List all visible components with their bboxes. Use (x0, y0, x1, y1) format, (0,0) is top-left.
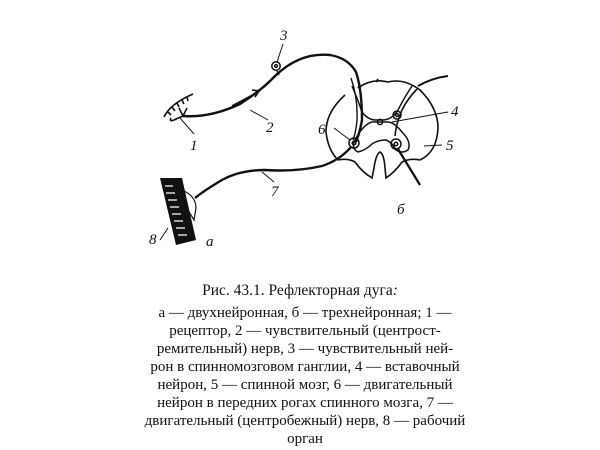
sensory-neuron-ganglion (271, 61, 281, 76)
motor-neuron (348, 137, 421, 186)
label-6: 6 (318, 122, 326, 138)
reflex-arc-diagram: 1 2 3 4 5 6 7 8 а б (149, 28, 459, 250)
label-2: 2 (266, 120, 274, 136)
figure-number: Рис. 43.1. (202, 282, 265, 299)
label-7: 7 (271, 184, 280, 200)
leader-lines (159, 43, 449, 241)
figure-caption-title: Рис. 43.1. Рефлекторная дуга: (0, 282, 600, 300)
caption-line: ремительный) нерв, 3 — чувствительный не… (156, 341, 454, 357)
label-3: 3 (279, 28, 288, 44)
figure-caption-legend: а — двухнейронная, б — трехнейронная; 1 … (144, 304, 466, 448)
spinal-cord (325, 78, 439, 180)
reflex-arc-figure: 1 2 3 4 5 6 7 8 а б (149, 28, 459, 250)
sublabel-b: б (397, 202, 405, 218)
working-organ (160, 178, 197, 245)
sublabel-a: а (206, 234, 214, 250)
sensory-nerve (182, 53, 364, 143)
caption-line: нейрон в передних рогах спинного мозга, … (157, 395, 453, 411)
caption-line: а — двухнейронная, б — трехнейронная; 1 … (158, 305, 452, 321)
grey-matter (351, 85, 413, 153)
label-4: 4 (451, 104, 459, 120)
receptor (163, 93, 194, 122)
motor-nerve (194, 146, 352, 199)
caption-line: рон в спинномозговом ганглии, 4 — вставо… (150, 359, 460, 375)
label-1: 1 (190, 138, 198, 154)
caption-line: нейрон, 5 — спинной мозг, 6 — двигательн… (157, 377, 453, 393)
caption-line: орган (287, 431, 323, 447)
title-colon: : (392, 282, 398, 299)
label-5: 5 (446, 138, 454, 154)
caption-line: рецептор, 2 — чувствительный (центрост- (169, 323, 441, 339)
label-8: 8 (149, 232, 157, 248)
caption-line: двигательный (центробежный) нерв, 8 — ра… (144, 413, 466, 429)
interneuron (392, 75, 449, 137)
figure-title: Рефлекторная дуга (268, 282, 393, 299)
